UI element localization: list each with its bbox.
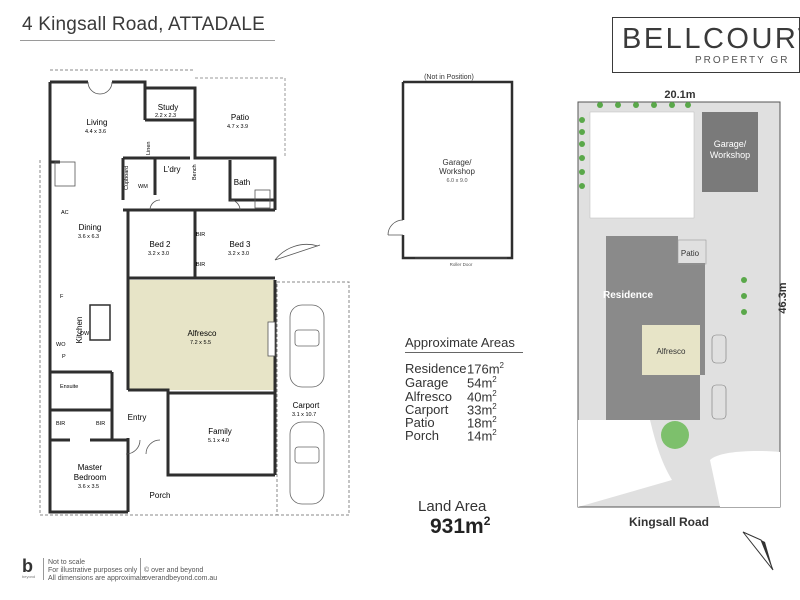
- svg-text:AC: AC: [61, 210, 69, 216]
- svg-text:4.4 x 3.6: 4.4 x 3.6: [85, 129, 106, 135]
- area-row-garage: Garage 54m2: [405, 375, 497, 391]
- svg-text:BIR: BIR: [196, 232, 205, 238]
- area-row-alfresco: Alfresco 40m2: [405, 389, 497, 405]
- back-lawn: [589, 111, 695, 219]
- room-kitchen: Kitchen: [75, 317, 84, 344]
- svg-text:Ensuite: Ensuite: [60, 384, 78, 390]
- svg-text:BIR: BIR: [196, 262, 205, 268]
- room-study: Study: [158, 103, 178, 112]
- svg-text:3.6 x 3.5: 3.6 x 3.5: [78, 484, 99, 490]
- svg-text:3.2 x 3.0: 3.2 x 3.0: [148, 251, 169, 257]
- garage-door: Roller Door: [450, 262, 473, 267]
- room-patio: Patio: [231, 113, 250, 122]
- svg-text:Garage/: Garage/: [714, 139, 747, 149]
- north-arrow-icon: [742, 531, 774, 571]
- carport-outline: [276, 281, 350, 516]
- svg-text:Workshop: Workshop: [710, 150, 750, 160]
- room-bath: Bath: [234, 178, 250, 187]
- room-family: Family: [208, 427, 232, 436]
- area-row-residence: Residence 176m2: [405, 361, 504, 377]
- footer-credit-2: overandbeyond.com.au: [144, 575, 218, 582]
- footer-divider: [43, 558, 44, 580]
- svg-text:7.2 x 5.5: 7.2 x 5.5: [190, 340, 211, 346]
- garage-dims: 6.0 x 9.0: [446, 178, 467, 184]
- areas-underline: [405, 352, 523, 353]
- svg-text:Cupboard: Cupboard: [124, 166, 130, 190]
- svg-text:P: P: [62, 354, 66, 360]
- svg-text:BIR: BIR: [56, 421, 65, 427]
- area-row-carport: Carport 33m2: [405, 402, 497, 418]
- svg-text:BIR: BIR: [96, 421, 105, 427]
- garage-plan: (Not in Position) Garage/ Workshop 6.0 x…: [387, 74, 514, 267]
- svg-text:3.6 x 6.3: 3.6 x 6.3: [78, 234, 99, 240]
- svg-text:2.2 x 2.3: 2.2 x 2.3: [155, 113, 176, 119]
- site-tree: [661, 421, 689, 449]
- title-underline: [20, 40, 275, 41]
- footer-note-2: For illustrative purposes only: [48, 567, 138, 574]
- area-row-porch: Porch 14m2: [405, 428, 497, 444]
- land-area-label: Land Area: [418, 498, 487, 515]
- svg-text:Residence: Residence: [603, 290, 653, 301]
- site-plan: 20.1m Garage/ Workshop Residence Patio A…: [577, 89, 789, 508]
- footer-note-1: Not to scale: [48, 559, 85, 566]
- svg-text:5.1 x 4.0: 5.1 x 4.0: [208, 438, 229, 444]
- room-bed-3: Bed 3: [230, 240, 251, 249]
- garage-note: (Not in Position): [424, 74, 474, 81]
- room-carport: Carport: [293, 401, 320, 410]
- svg-text:3.2 x 3.0: 3.2 x 3.0: [228, 251, 249, 257]
- footer-logo: b beyond: [22, 556, 36, 579]
- svg-text:Bench: Bench: [192, 164, 198, 180]
- land-area-value: 931m2: [430, 514, 491, 538]
- footer-divider-2: [140, 558, 141, 580]
- room-entry: Entry: [128, 413, 147, 422]
- site-width-label: 20.1m: [664, 89, 695, 101]
- svg-text:4.7 x 3.9: 4.7 x 3.9: [227, 124, 248, 130]
- agency-logo: BELLCOURT PROPERTY GR: [612, 17, 800, 73]
- garage-label-1: Garage/: [443, 158, 473, 167]
- logo-main-text: BELLCOURT: [622, 23, 800, 55]
- walls: [48, 80, 277, 514]
- site-depth-label: 46.3m: [777, 282, 789, 313]
- room-porch: Porch: [150, 491, 171, 500]
- svg-text:F: F: [60, 294, 64, 300]
- page-title: 4 Kingsall Road, ATTADALE: [22, 14, 265, 35]
- site-garage: [702, 112, 758, 192]
- patio-outline: [195, 77, 286, 158]
- car-icons: [289, 304, 325, 505]
- svg-text:3.1 x 10.7: 3.1 x 10.7: [292, 412, 316, 418]
- svg-text:Linen: Linen: [146, 142, 152, 155]
- svg-text:WO: WO: [56, 342, 66, 348]
- room-laundry: L'dry: [163, 165, 180, 174]
- site-alfresco: [642, 325, 700, 375]
- area-row-patio: Patio 18m2: [405, 415, 497, 431]
- svg-text:Alfresco: Alfresco: [657, 347, 686, 356]
- alfresco-fill: [128, 280, 276, 390]
- footer-credit-1: © over and beyond: [144, 567, 204, 574]
- room-bed-2: Bed 2: [150, 240, 171, 249]
- room-alfresco: Alfresco: [188, 329, 217, 338]
- room-living: Living: [87, 118, 108, 127]
- floor-plan: Living 4.4 x 3.6 Study 2.2 x 2.3 Patio 4…: [39, 69, 350, 516]
- garage-label-2: Workshop: [439, 167, 475, 176]
- site-patio-label: Patio: [681, 249, 700, 258]
- room-dining: Dining: [79, 223, 102, 232]
- svg-text:DW: DW: [80, 331, 90, 337]
- svg-text:WM: WM: [138, 184, 148, 190]
- footer-note-3: All dimensions are approximate: [48, 575, 146, 582]
- street-name: Kingsall Road: [629, 515, 710, 529]
- areas-heading: Approximate Areas: [405, 335, 515, 350]
- logo-sub-text: PROPERTY GR: [695, 55, 790, 66]
